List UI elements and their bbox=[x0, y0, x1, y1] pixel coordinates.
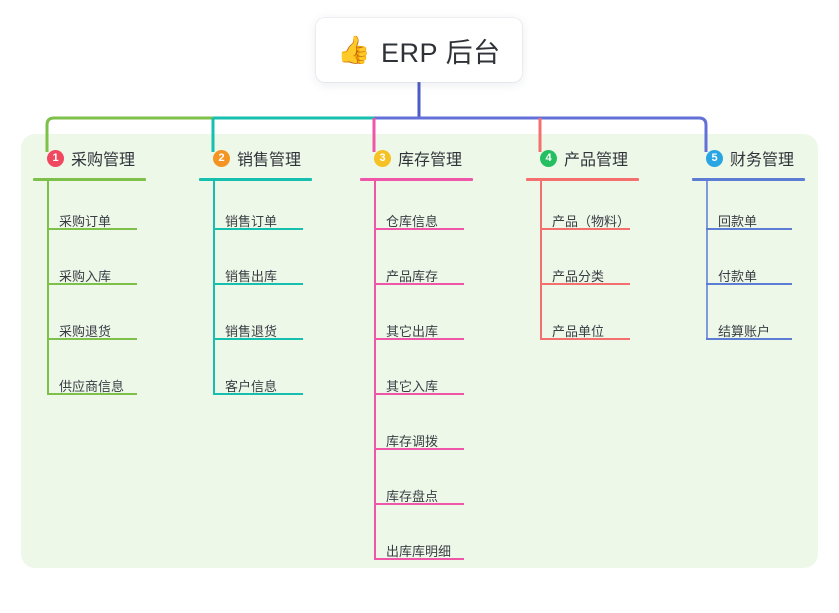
leaf-item-underline bbox=[213, 338, 303, 340]
leaf-item-underline bbox=[540, 228, 630, 230]
leaf-item-label: 库存调拨 bbox=[386, 434, 439, 449]
leaf-item-underline bbox=[706, 283, 792, 285]
branch-underline-3 bbox=[360, 178, 473, 181]
branch-title-2: 销售管理 bbox=[237, 152, 302, 169]
branch-title-3: 库存管理 bbox=[398, 152, 463, 169]
leaf-item-underline bbox=[374, 393, 464, 395]
leaf-item-underline bbox=[374, 558, 464, 560]
leaf-item-underline bbox=[213, 393, 303, 395]
branch-column-1: 1 采购管理采购订单采购入库采购退货供应商信息 bbox=[33, 146, 183, 448]
leaf-item-underline bbox=[706, 338, 792, 340]
branch-badge-5: 5 bbox=[706, 149, 723, 167]
branch-badge-2: 2 bbox=[213, 149, 230, 167]
leaf-item-label: 仓库信息 bbox=[386, 214, 439, 229]
branch-header-4[interactable]: 4 产品管理 bbox=[526, 146, 676, 170]
leaf-item-label: 库存盘点 bbox=[386, 489, 439, 504]
leaf-item-label: 产品（物料） bbox=[552, 214, 631, 229]
branch-spine-1 bbox=[47, 181, 49, 393]
leaf-item-label: 出库库明细 bbox=[386, 544, 452, 559]
leaf-item-label: 其它出库 bbox=[386, 324, 439, 339]
branch-column-2: 2 销售管理销售订单销售出库销售退货客户信息 bbox=[199, 146, 349, 448]
leaf-item-label: 采购退货 bbox=[59, 324, 112, 339]
branch-underline-2 bbox=[199, 178, 312, 181]
leaf-item-underline bbox=[540, 283, 630, 285]
branch-title-5: 财务管理 bbox=[730, 152, 795, 169]
leaf-item-label: 供应商信息 bbox=[59, 379, 125, 394]
leaf-item-label: 销售出库 bbox=[225, 269, 278, 284]
leaf-item-label: 其它入库 bbox=[386, 379, 439, 394]
leaf-item-label: 回款单 bbox=[718, 214, 758, 229]
branch-underline-1 bbox=[33, 178, 146, 181]
branch-column-3: 3 库存管理仓库信息产品库存其它出库其它入库库存调拨库存盘点出库库明细 bbox=[360, 146, 510, 613]
leaf-item-underline bbox=[47, 228, 137, 230]
leaf-list-3: 仓库信息产品库存其它出库其它入库库存调拨库存盘点出库库明细 bbox=[360, 181, 510, 613]
branch-header-1[interactable]: 1 采购管理 bbox=[33, 146, 183, 170]
leaf-item-label: 采购入库 bbox=[59, 269, 112, 284]
leaf-list-1: 采购订单采购入库采购退货供应商信息 bbox=[33, 181, 183, 448]
leaf-list-2: 销售订单销售出库销售退货客户信息 bbox=[199, 181, 349, 448]
leaf-item-label: 产品分类 bbox=[552, 269, 605, 284]
branch-badge-4: 4 bbox=[540, 149, 557, 167]
branch-spine-5 bbox=[706, 181, 708, 338]
branch-badge-1: 1 bbox=[47, 149, 64, 167]
root-node[interactable]: 👍 ERP 后台 bbox=[316, 18, 522, 82]
branch-spine-2 bbox=[213, 181, 215, 393]
leaf-item-underline bbox=[47, 393, 137, 395]
branch-header-5[interactable]: 5 财务管理 bbox=[692, 146, 818, 170]
branch-badge-3: 3 bbox=[374, 149, 391, 167]
leaf-item-underline bbox=[213, 283, 303, 285]
thumbs-up-icon: 👍 bbox=[337, 34, 372, 66]
leaf-item-label: 产品单位 bbox=[552, 324, 605, 339]
mindmap-canvas: 👍 ERP 后台 1 采购管理采购订单采购入库采购退货供应商信息 2 销售管理销售订单… bbox=[21, 18, 818, 568]
leaf-item-underline bbox=[540, 338, 630, 340]
leaf-item-label: 销售退货 bbox=[225, 324, 278, 339]
leaf-item-label: 付款单 bbox=[718, 269, 758, 284]
leaf-item-underline bbox=[374, 228, 464, 230]
root-title: ERP 后台 bbox=[381, 37, 501, 68]
leaf-item-label: 采购订单 bbox=[59, 214, 112, 229]
branch-header-2[interactable]: 2 销售管理 bbox=[199, 146, 349, 170]
branches-panel bbox=[21, 134, 818, 568]
leaf-item-underline bbox=[706, 228, 792, 230]
branch-underline-4 bbox=[526, 178, 639, 181]
branch-spine-4 bbox=[540, 181, 542, 338]
branch-spine-3 bbox=[374, 181, 376, 558]
leaf-item-underline bbox=[374, 283, 464, 285]
branch-title-4: 产品管理 bbox=[564, 152, 629, 169]
leaf-item-label: 结算账户 bbox=[718, 324, 771, 339]
leaf-item-underline bbox=[213, 228, 303, 230]
branch-title-1: 采购管理 bbox=[71, 152, 136, 169]
leaf-item-label: 销售订单 bbox=[225, 214, 278, 229]
branch-underline-5 bbox=[692, 178, 805, 181]
leaf-item-label: 产品库存 bbox=[386, 269, 439, 284]
leaf-item-underline bbox=[374, 338, 464, 340]
leaf-item-underline bbox=[374, 503, 464, 505]
branch-column-4: 4 产品管理产品（物料） 产品分类产品单位 bbox=[526, 146, 676, 393]
leaf-item-label: 客户信息 bbox=[225, 379, 278, 394]
leaf-list-4: 产品（物料） 产品分类产品单位 bbox=[526, 181, 676, 393]
branch-header-3[interactable]: 3 库存管理 bbox=[360, 146, 510, 170]
branch-column-5: 5 财务管理回款单付款单结算账户 bbox=[692, 146, 818, 393]
leaf-item-underline bbox=[47, 338, 137, 340]
leaf-item-underline bbox=[47, 283, 137, 285]
leaf-list-5: 回款单付款单结算账户 bbox=[692, 181, 818, 393]
leaf-item-underline bbox=[374, 448, 464, 450]
